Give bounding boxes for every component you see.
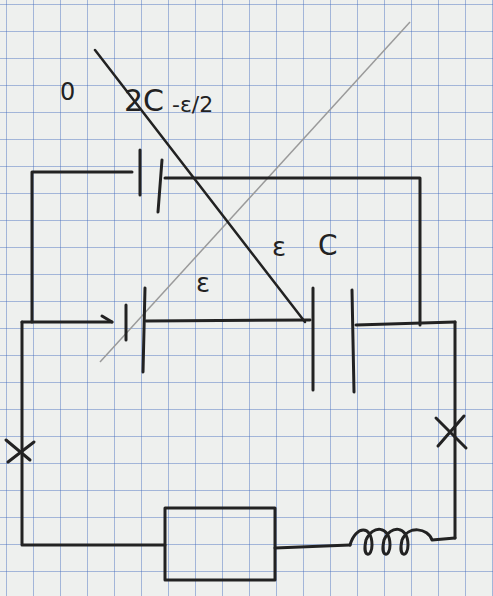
- circuit-label: -ε/2: [172, 94, 213, 116]
- wire: [146, 320, 310, 321]
- wire: [102, 316, 112, 322]
- wire: [32, 172, 132, 322]
- wire: [22, 321, 112, 324]
- capacitor-plate: [312, 288, 315, 390]
- inductor-symbol: [350, 529, 455, 554]
- wire: [165, 178, 420, 325]
- strike-line: [100, 22, 410, 362]
- capacitor-plate: [352, 290, 354, 392]
- battery-plate-short: [125, 305, 128, 340]
- capacitor-plate: [158, 160, 162, 212]
- circuit-label: ε: [196, 270, 210, 296]
- battery-plate-long: [143, 288, 145, 372]
- circuit-label: 0: [60, 80, 75, 104]
- capacitor-plate: [139, 150, 142, 195]
- strike-line: [95, 50, 305, 322]
- resistor-symbol: [165, 508, 275, 580]
- wire: [275, 545, 350, 548]
- wire: [454, 322, 457, 538]
- wire: [22, 322, 165, 545]
- wire: [356, 322, 455, 325]
- circuit-label: ε: [272, 234, 286, 260]
- break-mark: [8, 442, 34, 462]
- circuit-label: 2C: [124, 86, 164, 116]
- break-mark: [6, 440, 30, 460]
- circuit-label: C: [318, 232, 338, 260]
- break-mark: [438, 416, 464, 446]
